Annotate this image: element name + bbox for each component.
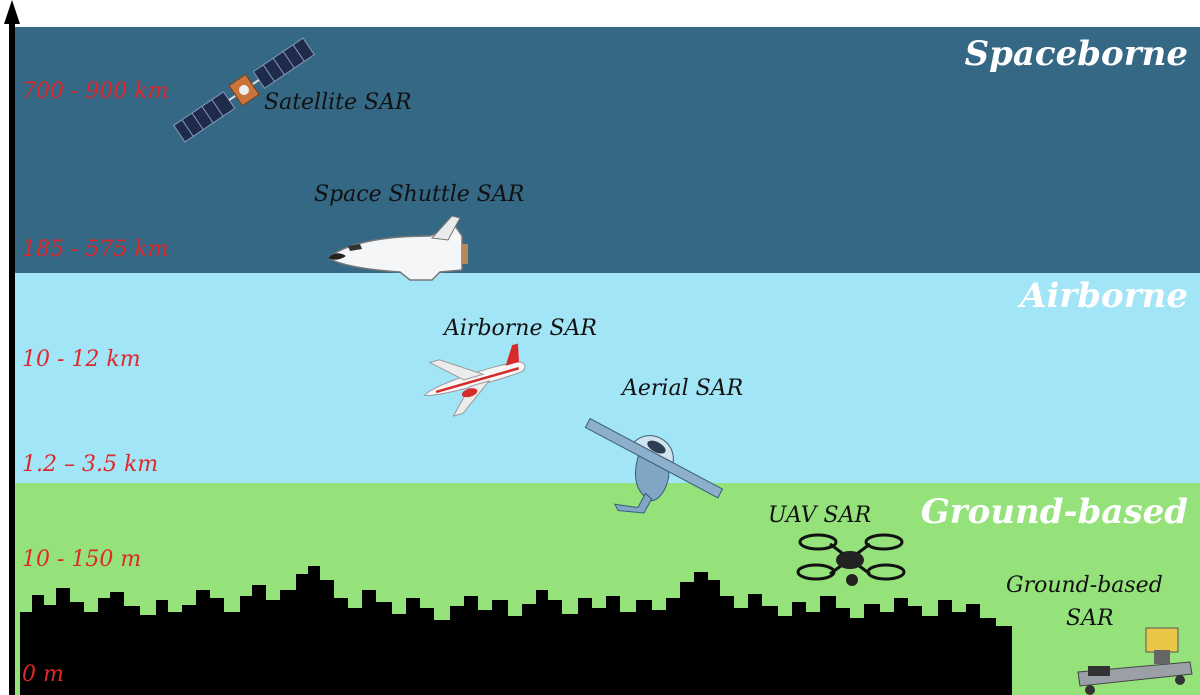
ground-based-sar-label-line2: SAR bbox=[1066, 606, 1114, 631]
altitude-label-shuttle: 185 - 575 km bbox=[22, 237, 169, 262]
airborne-zone-title: Airborne bbox=[1020, 276, 1188, 316]
altitude-label-satellite: 700 - 900 km bbox=[22, 79, 169, 104]
space-shuttle-sar-label: Space Shuttle SAR bbox=[314, 182, 525, 207]
ground-based-sar-label-line1: Ground-based bbox=[1006, 573, 1163, 598]
spaceborne-band bbox=[14, 27, 1200, 273]
airborne-band bbox=[14, 273, 1200, 483]
uav-sar-label: UAV SAR bbox=[768, 503, 872, 528]
satellite-sar-label: Satellite SAR bbox=[264, 90, 412, 115]
altitude-label-airborne: 10 - 12 km bbox=[22, 347, 141, 372]
altitude-axis-arrow bbox=[4, 0, 20, 695]
aerial-sar-label: Aerial SAR bbox=[622, 376, 744, 401]
altitude-label-uav: 10 - 150 m bbox=[22, 547, 142, 572]
ground-based-zone-title: Ground-based bbox=[920, 492, 1188, 532]
airborne-sar-label: Airborne SAR bbox=[444, 316, 597, 341]
spaceborne-zone-title: Spaceborne bbox=[964, 34, 1188, 74]
altitude-label-ground: 0 m bbox=[22, 662, 64, 687]
altitude-label-aerial: 1.2 – 3.5 km bbox=[22, 452, 159, 477]
